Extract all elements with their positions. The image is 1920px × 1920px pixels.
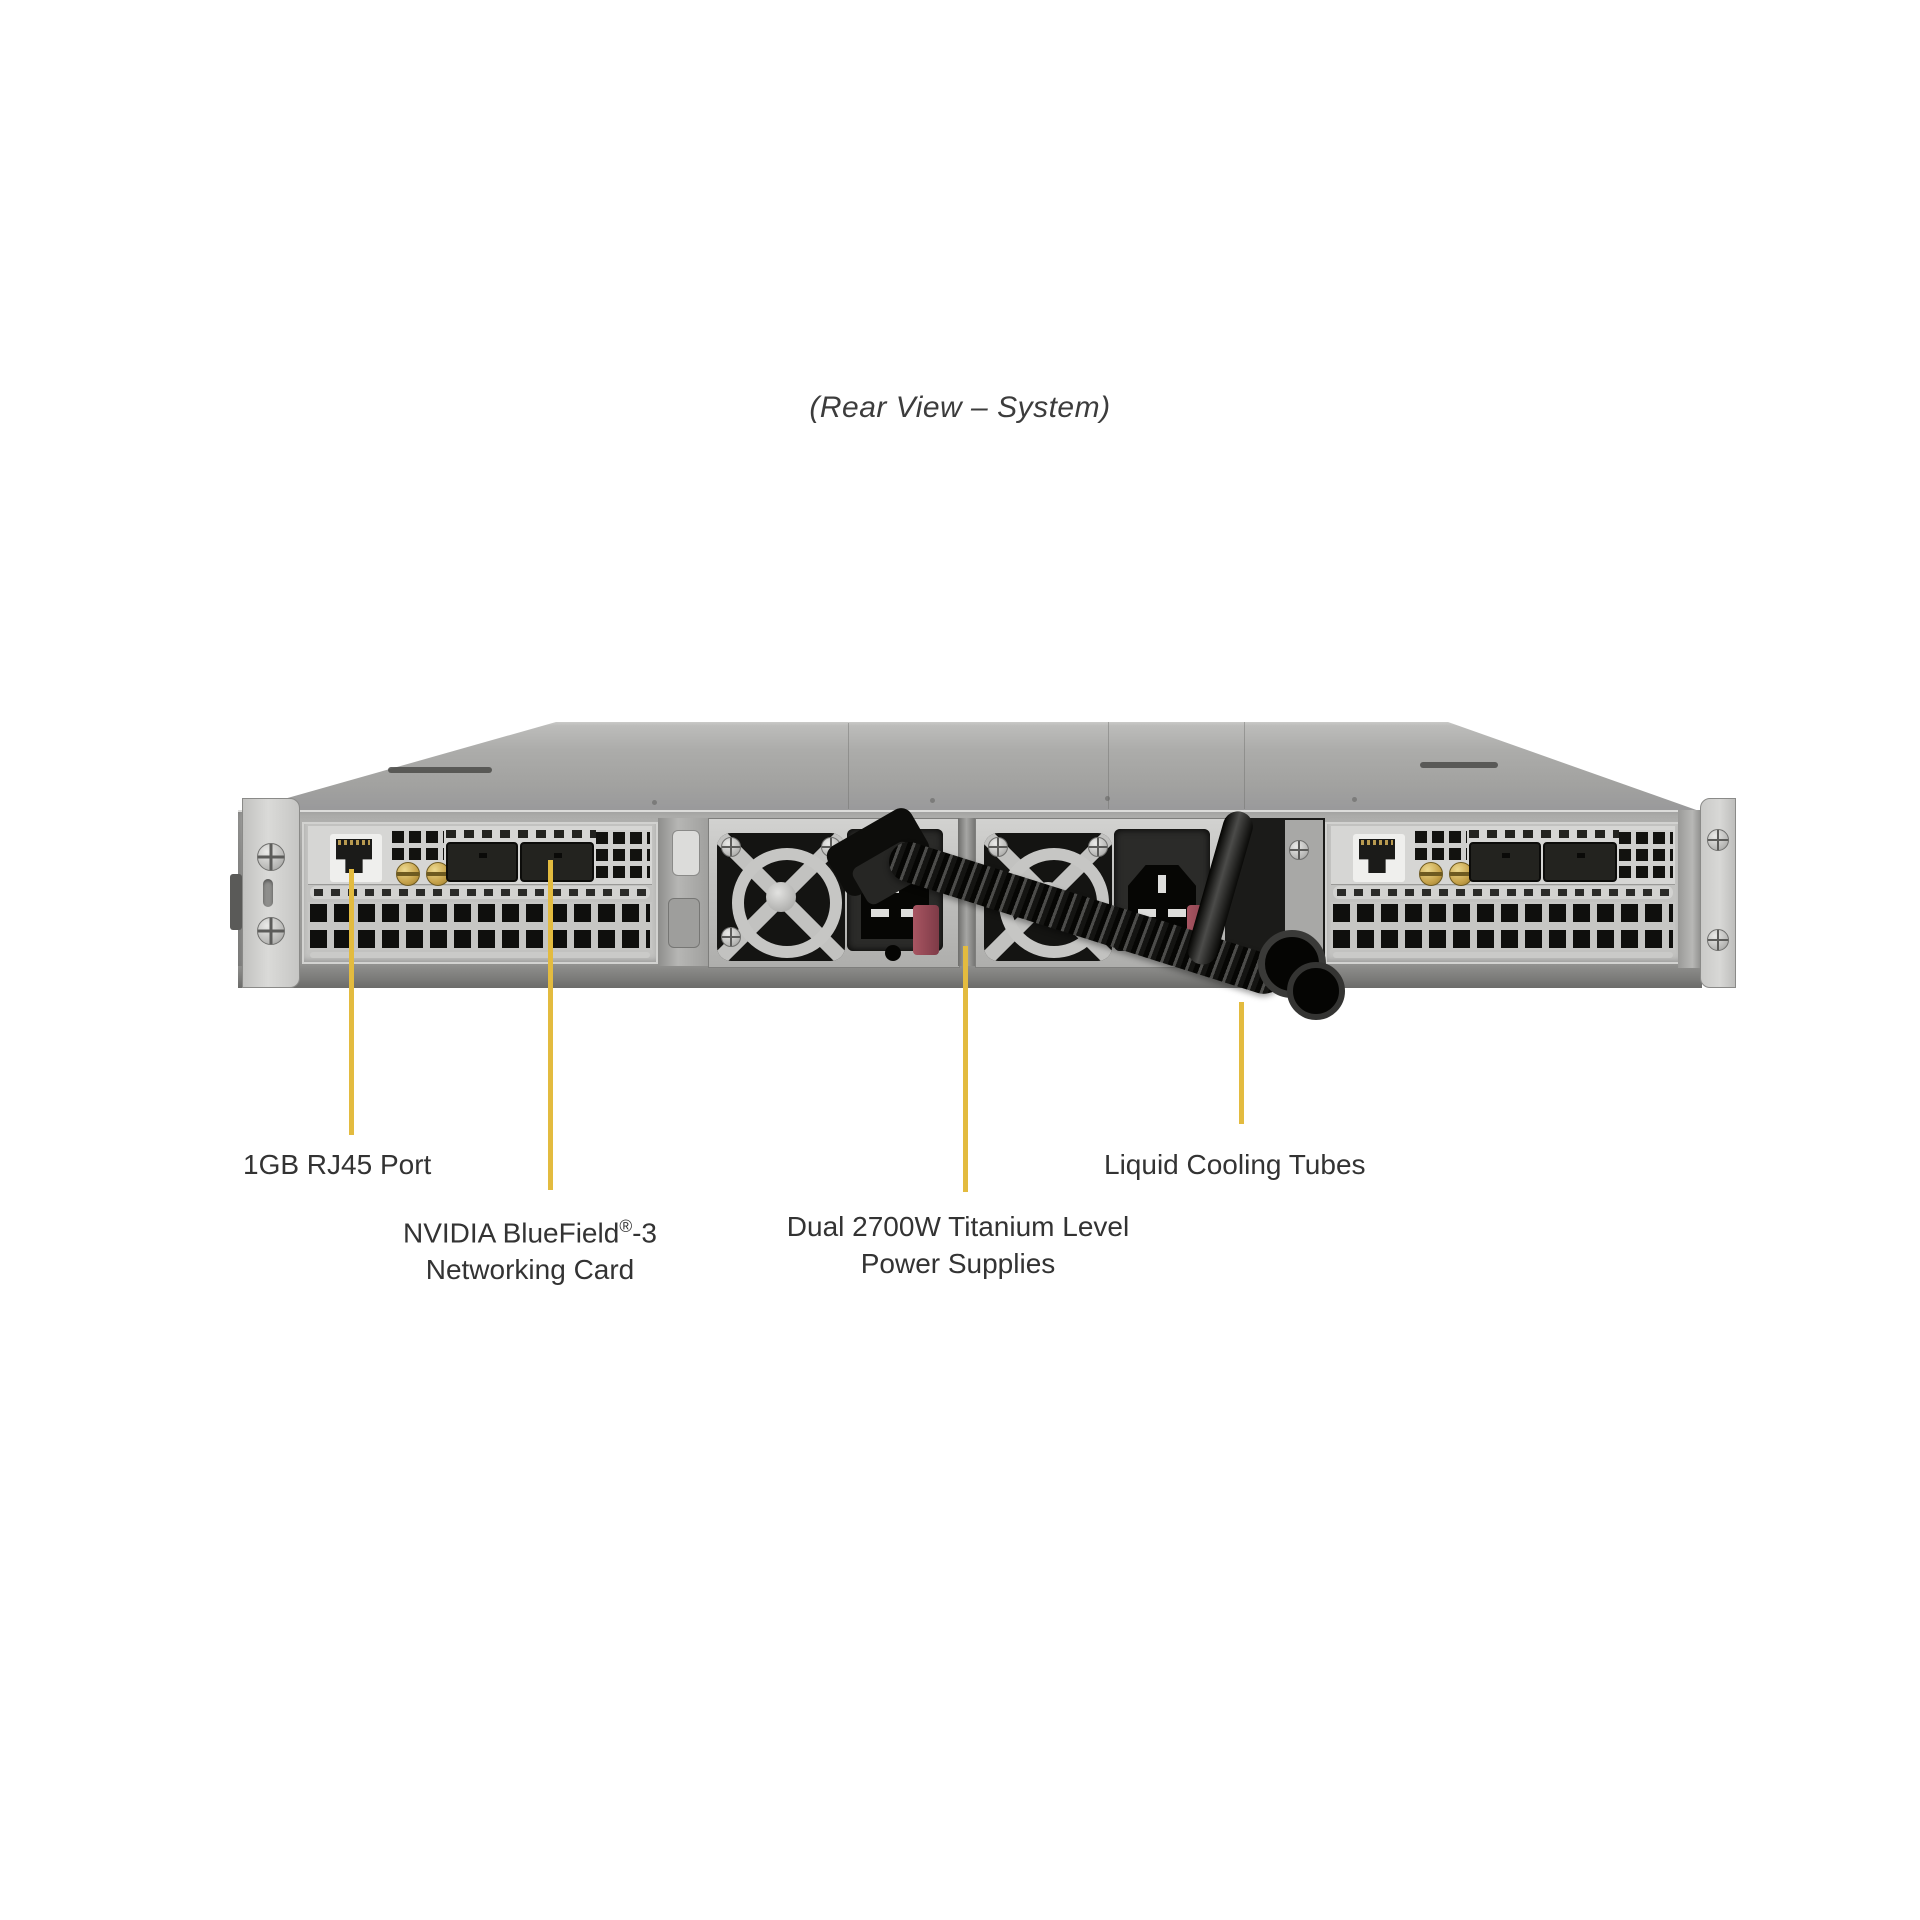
qsfp-latch (554, 853, 563, 858)
callout-line-psu (963, 946, 968, 1192)
rj45-port (330, 834, 382, 882)
label-cooling-tubes: Liquid Cooling Tubes (1104, 1149, 1366, 1180)
network-card-left (302, 822, 658, 964)
label-bluefield-line1: NVIDIA BlueField®-3 (402, 1216, 658, 1249)
psu-cage-latch-strip (658, 818, 708, 966)
callout-line-bluefield (548, 860, 553, 1190)
top-panel-seam (1108, 722, 1109, 809)
ear-screw (1707, 829, 1729, 851)
qsfp-port-2 (520, 842, 594, 882)
qsfp-port-1 (1469, 842, 1541, 882)
left-side-edge (230, 874, 242, 930)
top-vent-slot (1420, 762, 1498, 768)
panel-screw (1289, 840, 1309, 860)
vent-strip (1333, 886, 1673, 899)
top-screw (652, 800, 657, 805)
psu-screw (721, 927, 741, 947)
label-psu-line1: Dual 2700W Titanium Level (786, 1211, 1130, 1242)
vent-block (1415, 830, 1467, 860)
psu-screw (988, 837, 1008, 857)
top-screw (930, 798, 935, 803)
cage-latch (672, 830, 700, 876)
psu-screw (721, 837, 741, 857)
label-bluefield-card: NVIDIA BlueField®-3 Networking Card (370, 1208, 690, 1288)
card-lip (310, 952, 650, 958)
vent-grid (310, 904, 650, 948)
ear-slot (263, 879, 273, 907)
top-screw (1352, 797, 1357, 802)
psu-vent-hole (885, 945, 901, 961)
chassis-bottom-edge (238, 966, 1702, 988)
qsfp-port-1 (446, 842, 518, 882)
vent-strip (310, 886, 650, 899)
vent-block (392, 830, 444, 860)
psu-screw (1088, 837, 1108, 857)
top-vent-slot (388, 767, 492, 773)
top-panel-seam (1244, 722, 1245, 809)
c14-pin (1158, 875, 1166, 893)
top-screw (1105, 796, 1110, 801)
rj45-pins (1361, 840, 1393, 845)
rj45-pins (338, 840, 370, 845)
callout-line-rj45 (349, 869, 354, 1135)
c14-pin (1138, 909, 1156, 917)
vent-block (1619, 830, 1673, 878)
label-power-supplies: Dual 2700W Titanium Level Power Supplies (758, 1208, 1158, 1282)
chassis-right-edge (1678, 810, 1702, 968)
c14-pin (901, 909, 919, 917)
mounting-ear-right (1700, 798, 1736, 988)
psu-release-latch (913, 905, 939, 955)
qsfp-latch (1502, 853, 1511, 858)
label-rj45-port: 1GB RJ45 Port (243, 1149, 432, 1180)
rj45-port (1353, 834, 1405, 882)
vent-grid (1333, 904, 1673, 948)
label-psu-line2: Power Supplies (860, 1248, 1056, 1279)
network-card-right (1325, 822, 1681, 964)
label-bluefield-line2: Networking Card (425, 1254, 635, 1286)
fan-hub (766, 882, 796, 912)
c14-pin (871, 909, 889, 917)
figure-caption: (Rear View – System) (809, 391, 1111, 424)
ear-screw (257, 917, 285, 945)
vent-block (596, 830, 650, 878)
qsfp-port-2 (1543, 842, 1617, 882)
qsfp-latch (479, 853, 488, 858)
c14-pin (1168, 909, 1186, 917)
top-panel-seam (848, 723, 849, 809)
thumbscrew (396, 862, 420, 886)
thumbscrew (1419, 862, 1443, 886)
mounting-ear-left (242, 798, 300, 988)
cage-latch (668, 898, 700, 948)
ear-screw (1707, 929, 1729, 951)
registered-mark: ® (619, 1216, 633, 1236)
tube-end (1287, 962, 1345, 1020)
card-lip (1333, 952, 1673, 958)
qsfp-latch (1577, 853, 1586, 858)
ear-screw (257, 843, 285, 871)
callout-line-cooling (1239, 1002, 1244, 1124)
